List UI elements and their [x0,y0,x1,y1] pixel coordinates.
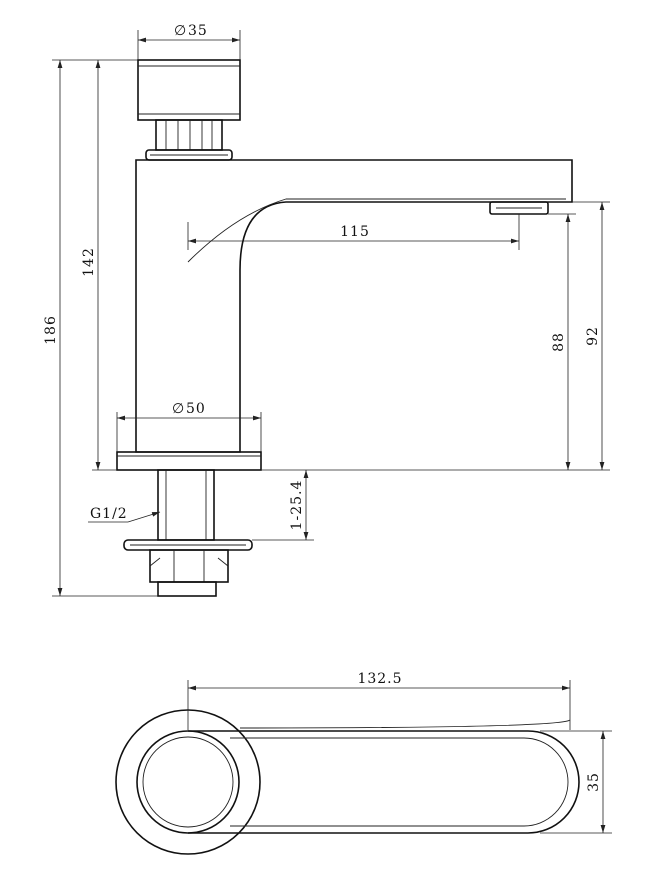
cap-inner-circle [142,736,234,828]
thread-label: G1/2 [90,506,128,522]
base-plate [116,451,262,471]
top-view [115,709,580,855]
thread-leader-line [127,511,161,523]
outlet-height-88-label: 88 [551,332,567,352]
spout-profile [187,198,566,263]
spout-inner-outline-top [230,737,569,827]
side-view [116,59,573,597]
nut-bottom [157,581,217,597]
outlet-height-92-label: 92 [585,326,601,346]
spout-reach-label: 115 [340,224,370,240]
total-height-label: 186 [43,315,59,345]
spout-outline-top [188,730,580,834]
faucet-body [135,159,573,453]
diameter-symbol-base: ∅ [172,401,185,417]
diameter-symbol-cap: ∅ [174,23,187,39]
base-diameter-label: 50 [186,401,206,417]
cap-outline-circle [136,730,240,834]
cap-body [137,59,241,121]
body-height-label: 142 [81,247,97,277]
top-length-label: 132.5 [357,671,402,687]
cap-diameter-label: 35 [188,23,208,39]
hex-nut [149,549,229,583]
top-width-label: 35 [586,772,602,792]
top-dimensions: 132.5 35 [187,671,612,834]
mount-range-label: 1-25.4 [289,480,305,531]
side-dimensions: ∅ 35 186 142 115 88 92 ∅ 50 G1/2 [43,23,610,597]
